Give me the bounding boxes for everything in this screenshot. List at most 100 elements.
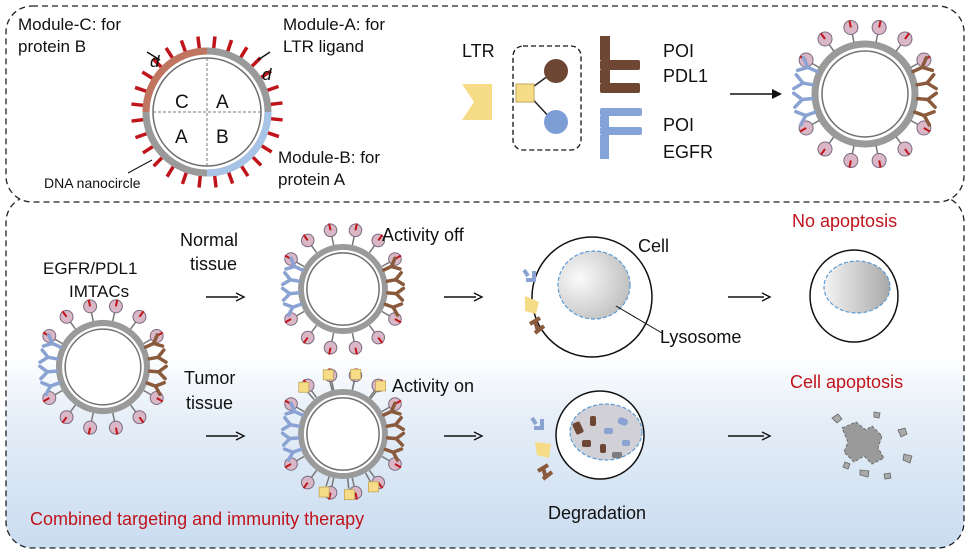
ligand-tip	[328, 492, 332, 500]
ligand-stalk	[69, 321, 76, 330]
ligand-stalk	[295, 455, 305, 462]
ligand-stalk	[331, 332, 335, 342]
ligand-stalk	[90, 312, 94, 322]
ligand-stalk	[112, 412, 116, 422]
ligand-tip	[61, 416, 68, 424]
ligand-tip	[61, 310, 68, 318]
ligand-stalk	[331, 381, 335, 391]
ligand-tip	[394, 318, 402, 324]
nanocircle-inner	[306, 397, 380, 471]
quadrant-c: C	[175, 92, 189, 113]
imtac-nanoparticle-normal	[280, 223, 406, 355]
ligand-stalk	[381, 310, 391, 317]
receptor-arm	[156, 355, 168, 364]
lysosome	[557, 250, 631, 320]
module-a-label-line2: LTR ligand	[283, 37, 364, 56]
red-spike	[134, 131, 148, 140]
ligand-stalk	[368, 469, 376, 479]
tumor-cell-receptors	[530, 416, 554, 481]
ligand-tip	[114, 427, 119, 435]
receptor-arm	[926, 91, 939, 102]
red-spike	[270, 101, 283, 107]
receptor-arm	[920, 65, 935, 73]
ligand-stalk	[331, 477, 335, 487]
distance-marker-right	[257, 51, 271, 61]
receptor-arm	[922, 109, 936, 118]
ligand-tip	[302, 481, 309, 489]
red-spike	[164, 47, 175, 60]
ligand-stalk	[351, 236, 355, 246]
apoptotic-debris	[831, 411, 913, 480]
ligand-stalk	[875, 145, 879, 155]
ligand-stalk	[368, 244, 376, 254]
ltr-ligand	[368, 481, 379, 493]
poi-egfr-line2: EGFR	[663, 142, 713, 162]
ligand-tip	[302, 336, 309, 344]
arrow-tumor-1	[206, 431, 246, 441]
ligand-stalk	[295, 406, 305, 413]
nanocircle-inner	[306, 252, 380, 326]
ltr-stalk	[325, 476, 330, 487]
ligand-stalk	[310, 324, 318, 334]
imtac-nanoparticle-left	[38, 299, 168, 435]
receptor-arm	[792, 81, 805, 91]
ligand-tip	[354, 492, 358, 500]
nanocircle-inner	[821, 50, 909, 138]
ligand-stalk	[851, 33, 855, 43]
quadrant-b: B	[216, 127, 229, 148]
arrow-normal-3	[728, 292, 772, 302]
red-spike	[266, 84, 280, 93]
ltr-label: LTR	[462, 41, 495, 61]
red-spike	[165, 165, 175, 178]
cell-label: Cell	[638, 236, 669, 256]
red-spike	[141, 70, 154, 80]
red-spike	[239, 164, 250, 177]
ligand-stalk	[69, 404, 76, 413]
degraded-fragments	[572, 416, 630, 458]
module-c-arc	[142, 47, 208, 113]
receptor-arm	[794, 109, 808, 118]
egfr-receptor-icon	[600, 108, 642, 159]
arrow-tumor-2	[444, 431, 484, 441]
receptor-arm	[151, 341, 165, 348]
receptor-arm	[40, 348, 50, 360]
red-spike	[179, 39, 188, 53]
receptor-arm	[289, 256, 297, 269]
ligand-tip	[820, 32, 826, 40]
arrow-tumor-3	[728, 431, 772, 441]
ligand-tip	[328, 347, 332, 355]
module-nanocircle: C A A B d d	[127, 36, 283, 188]
healthy-cell	[809, 249, 899, 343]
module-a-label-line1: Module-A: for	[283, 15, 385, 34]
ligand-stalk	[351, 332, 355, 342]
egfr-ligand-icon	[544, 110, 568, 134]
ligand-stalk	[875, 33, 879, 43]
nanocircle-pointer	[127, 159, 153, 174]
ligand-stalk	[895, 43, 903, 52]
receptor-arm	[283, 271, 293, 282]
ltr-receptor-icon	[462, 84, 492, 120]
receptor-arm	[389, 264, 402, 271]
ltr-ligand	[350, 368, 362, 380]
red-spike	[239, 46, 249, 59]
receptor-arm	[801, 55, 810, 70]
ligand-tip	[923, 127, 931, 133]
ligand-stalk	[54, 389, 63, 396]
ltr-ligand	[322, 369, 334, 381]
tumor-cell	[555, 390, 645, 480]
ligand-tip	[904, 148, 910, 156]
ligand-stalk	[295, 261, 305, 268]
red-spike	[131, 117, 144, 123]
module-b-label-line2: protein A	[278, 170, 346, 189]
tumor-tissue-line2: tissue	[186, 393, 233, 413]
receptor-arm	[391, 450, 400, 462]
receptor-arm	[282, 302, 295, 310]
quadrant-a-bottom: A	[175, 127, 188, 148]
ltr-ligand	[298, 381, 310, 393]
ligand-stalk	[381, 455, 391, 462]
red-spike	[251, 155, 263, 167]
arrow-normal-1	[206, 292, 246, 302]
ligand-stalk	[351, 477, 355, 487]
pdl1-ligand-icon	[544, 59, 568, 83]
ligand-tip	[878, 160, 882, 168]
